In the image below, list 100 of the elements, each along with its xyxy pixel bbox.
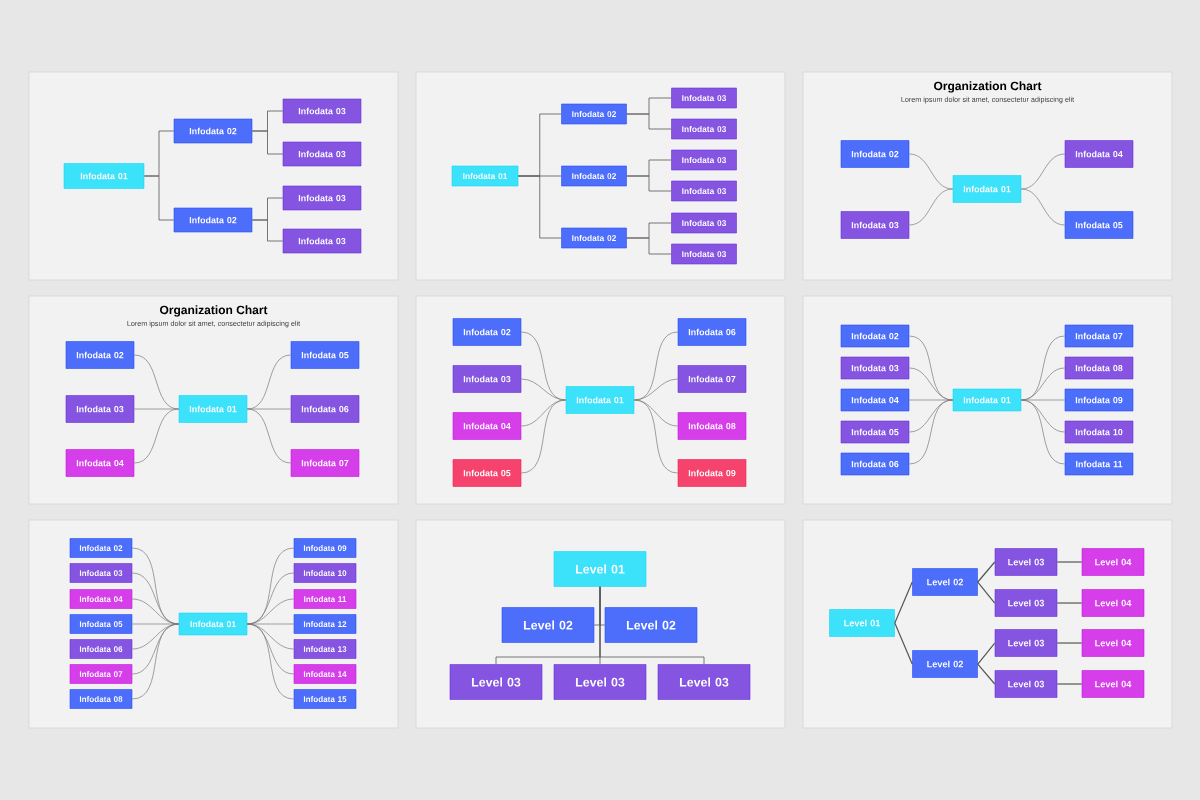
connector-line xyxy=(1020,153,1066,190)
connector-line xyxy=(246,408,292,464)
org-box: Infodata 02 xyxy=(840,324,910,348)
connector-line xyxy=(1020,188,1066,226)
connector-line xyxy=(1020,399,1066,433)
org-box: Infodata 15 xyxy=(293,689,357,709)
org-box: Infodata 03 xyxy=(671,87,737,109)
org-box: Infodata 03 xyxy=(452,365,522,393)
connector-line xyxy=(908,399,954,401)
connector-line xyxy=(520,378,567,401)
org-box: Infodata 03 xyxy=(65,395,135,423)
connector-line xyxy=(246,623,295,700)
connector-line xyxy=(520,399,567,427)
org-box: Infodata 13 xyxy=(293,639,357,659)
org-box: Level 03 xyxy=(994,629,1058,657)
org-box: Infodata 04 xyxy=(840,388,910,412)
org-box: Infodata 11 xyxy=(293,589,357,609)
org-box: Level 04 xyxy=(1081,629,1145,657)
connector-line xyxy=(251,130,284,155)
org-box: Level 01 xyxy=(829,609,895,637)
org-box: Level 03 xyxy=(449,664,543,700)
org-box: Infodata 08 xyxy=(1064,356,1134,380)
connector-line xyxy=(251,219,284,242)
connector-line xyxy=(626,175,672,192)
connector-line xyxy=(517,175,562,239)
org-box: Infodata 02 xyxy=(561,227,627,249)
org-box: Infodata 12 xyxy=(293,614,357,634)
org-box: Infodata 01 xyxy=(63,163,145,189)
org-box: Level 02 xyxy=(604,607,698,643)
connector-line xyxy=(1056,642,1083,644)
org-box: Infodata 10 xyxy=(1064,420,1134,444)
org-box: Infodata 07 xyxy=(1064,324,1134,348)
org-box: Infodata 01 xyxy=(952,388,1022,412)
org-box: Level 03 xyxy=(994,670,1058,698)
org-box: Infodata 06 xyxy=(677,318,747,346)
org-box: Infodata 03 xyxy=(282,228,362,254)
org-box: Infodata 01 xyxy=(451,165,519,187)
org-box: Infodata 03 xyxy=(671,212,737,234)
org-box: Infodata 09 xyxy=(293,538,357,558)
connector-line xyxy=(520,399,567,474)
org-box: Infodata 09 xyxy=(677,459,747,487)
org-box: Infodata 01 xyxy=(178,395,248,423)
connector-line xyxy=(626,113,672,130)
connector-line xyxy=(977,663,996,685)
org-box: Level 03 xyxy=(994,548,1058,576)
connector-line xyxy=(1020,399,1066,401)
org-box: Infodata 03 xyxy=(840,356,910,380)
org-box: Infodata 02 xyxy=(173,207,253,233)
connector-line xyxy=(143,175,175,221)
org-box: Infodata 02 xyxy=(452,318,522,346)
connector-line xyxy=(1056,683,1083,685)
connector-line xyxy=(977,561,996,583)
connector-line xyxy=(633,378,679,401)
org-box: Infodata 03 xyxy=(840,211,910,239)
connector-line xyxy=(1020,399,1066,465)
org-box: Infodata 14 xyxy=(293,664,357,684)
org-box: Infodata 02 xyxy=(561,165,627,187)
connector-line xyxy=(633,399,679,474)
connector-line xyxy=(977,581,996,604)
org-box: Infodata 03 xyxy=(671,118,737,140)
connector-line xyxy=(131,623,180,700)
org-box: Level 03 xyxy=(994,589,1058,617)
connector-line xyxy=(1056,602,1083,604)
org-box: Infodata 04 xyxy=(452,412,522,440)
org-box: Infodata 03 xyxy=(671,180,737,202)
connector-line xyxy=(131,623,180,625)
org-box: Infodata 06 xyxy=(69,639,133,659)
org-box: Infodata 02 xyxy=(65,341,135,369)
connector-line xyxy=(246,623,295,625)
connector-line xyxy=(894,581,913,624)
org-box: Level 04 xyxy=(1081,670,1145,698)
org-box: Level 03 xyxy=(553,664,647,700)
connector-line xyxy=(894,622,913,665)
org-box: Infodata 01 xyxy=(952,175,1022,203)
org-box: Infodata 05 xyxy=(290,341,360,369)
org-box: Infodata 06 xyxy=(290,395,360,423)
org-box: Infodata 02 xyxy=(561,103,627,125)
connector-line xyxy=(626,237,672,255)
org-box: Level 04 xyxy=(1081,548,1145,576)
connector-line xyxy=(131,623,180,675)
org-box: Infodata 03 xyxy=(282,141,362,167)
org-box: Infodata 05 xyxy=(840,420,910,444)
org-box: Infodata 01 xyxy=(178,612,248,636)
connector-line xyxy=(599,586,705,665)
org-box: Infodata 07 xyxy=(69,664,133,684)
connector-line xyxy=(1056,561,1083,563)
org-box: Level 02 xyxy=(912,650,978,678)
org-box: Level 04 xyxy=(1081,589,1145,617)
org-box: Infodata 07 xyxy=(677,365,747,393)
org-box: Infodata 03 xyxy=(282,185,362,211)
org-box: Infodata 10 xyxy=(293,563,357,583)
org-box: Infodata 03 xyxy=(671,149,737,171)
org-box: Infodata 11 xyxy=(1064,452,1134,476)
org-box: Infodata 09 xyxy=(1064,388,1134,412)
org-box: Infodata 02 xyxy=(173,118,253,144)
org-box: Infodata 07 xyxy=(290,449,360,477)
org-box: Infodata 03 xyxy=(282,98,362,124)
org-box: Infodata 03 xyxy=(671,243,737,265)
org-box: Level 02 xyxy=(912,568,978,596)
org-box: Infodata 02 xyxy=(69,538,133,558)
